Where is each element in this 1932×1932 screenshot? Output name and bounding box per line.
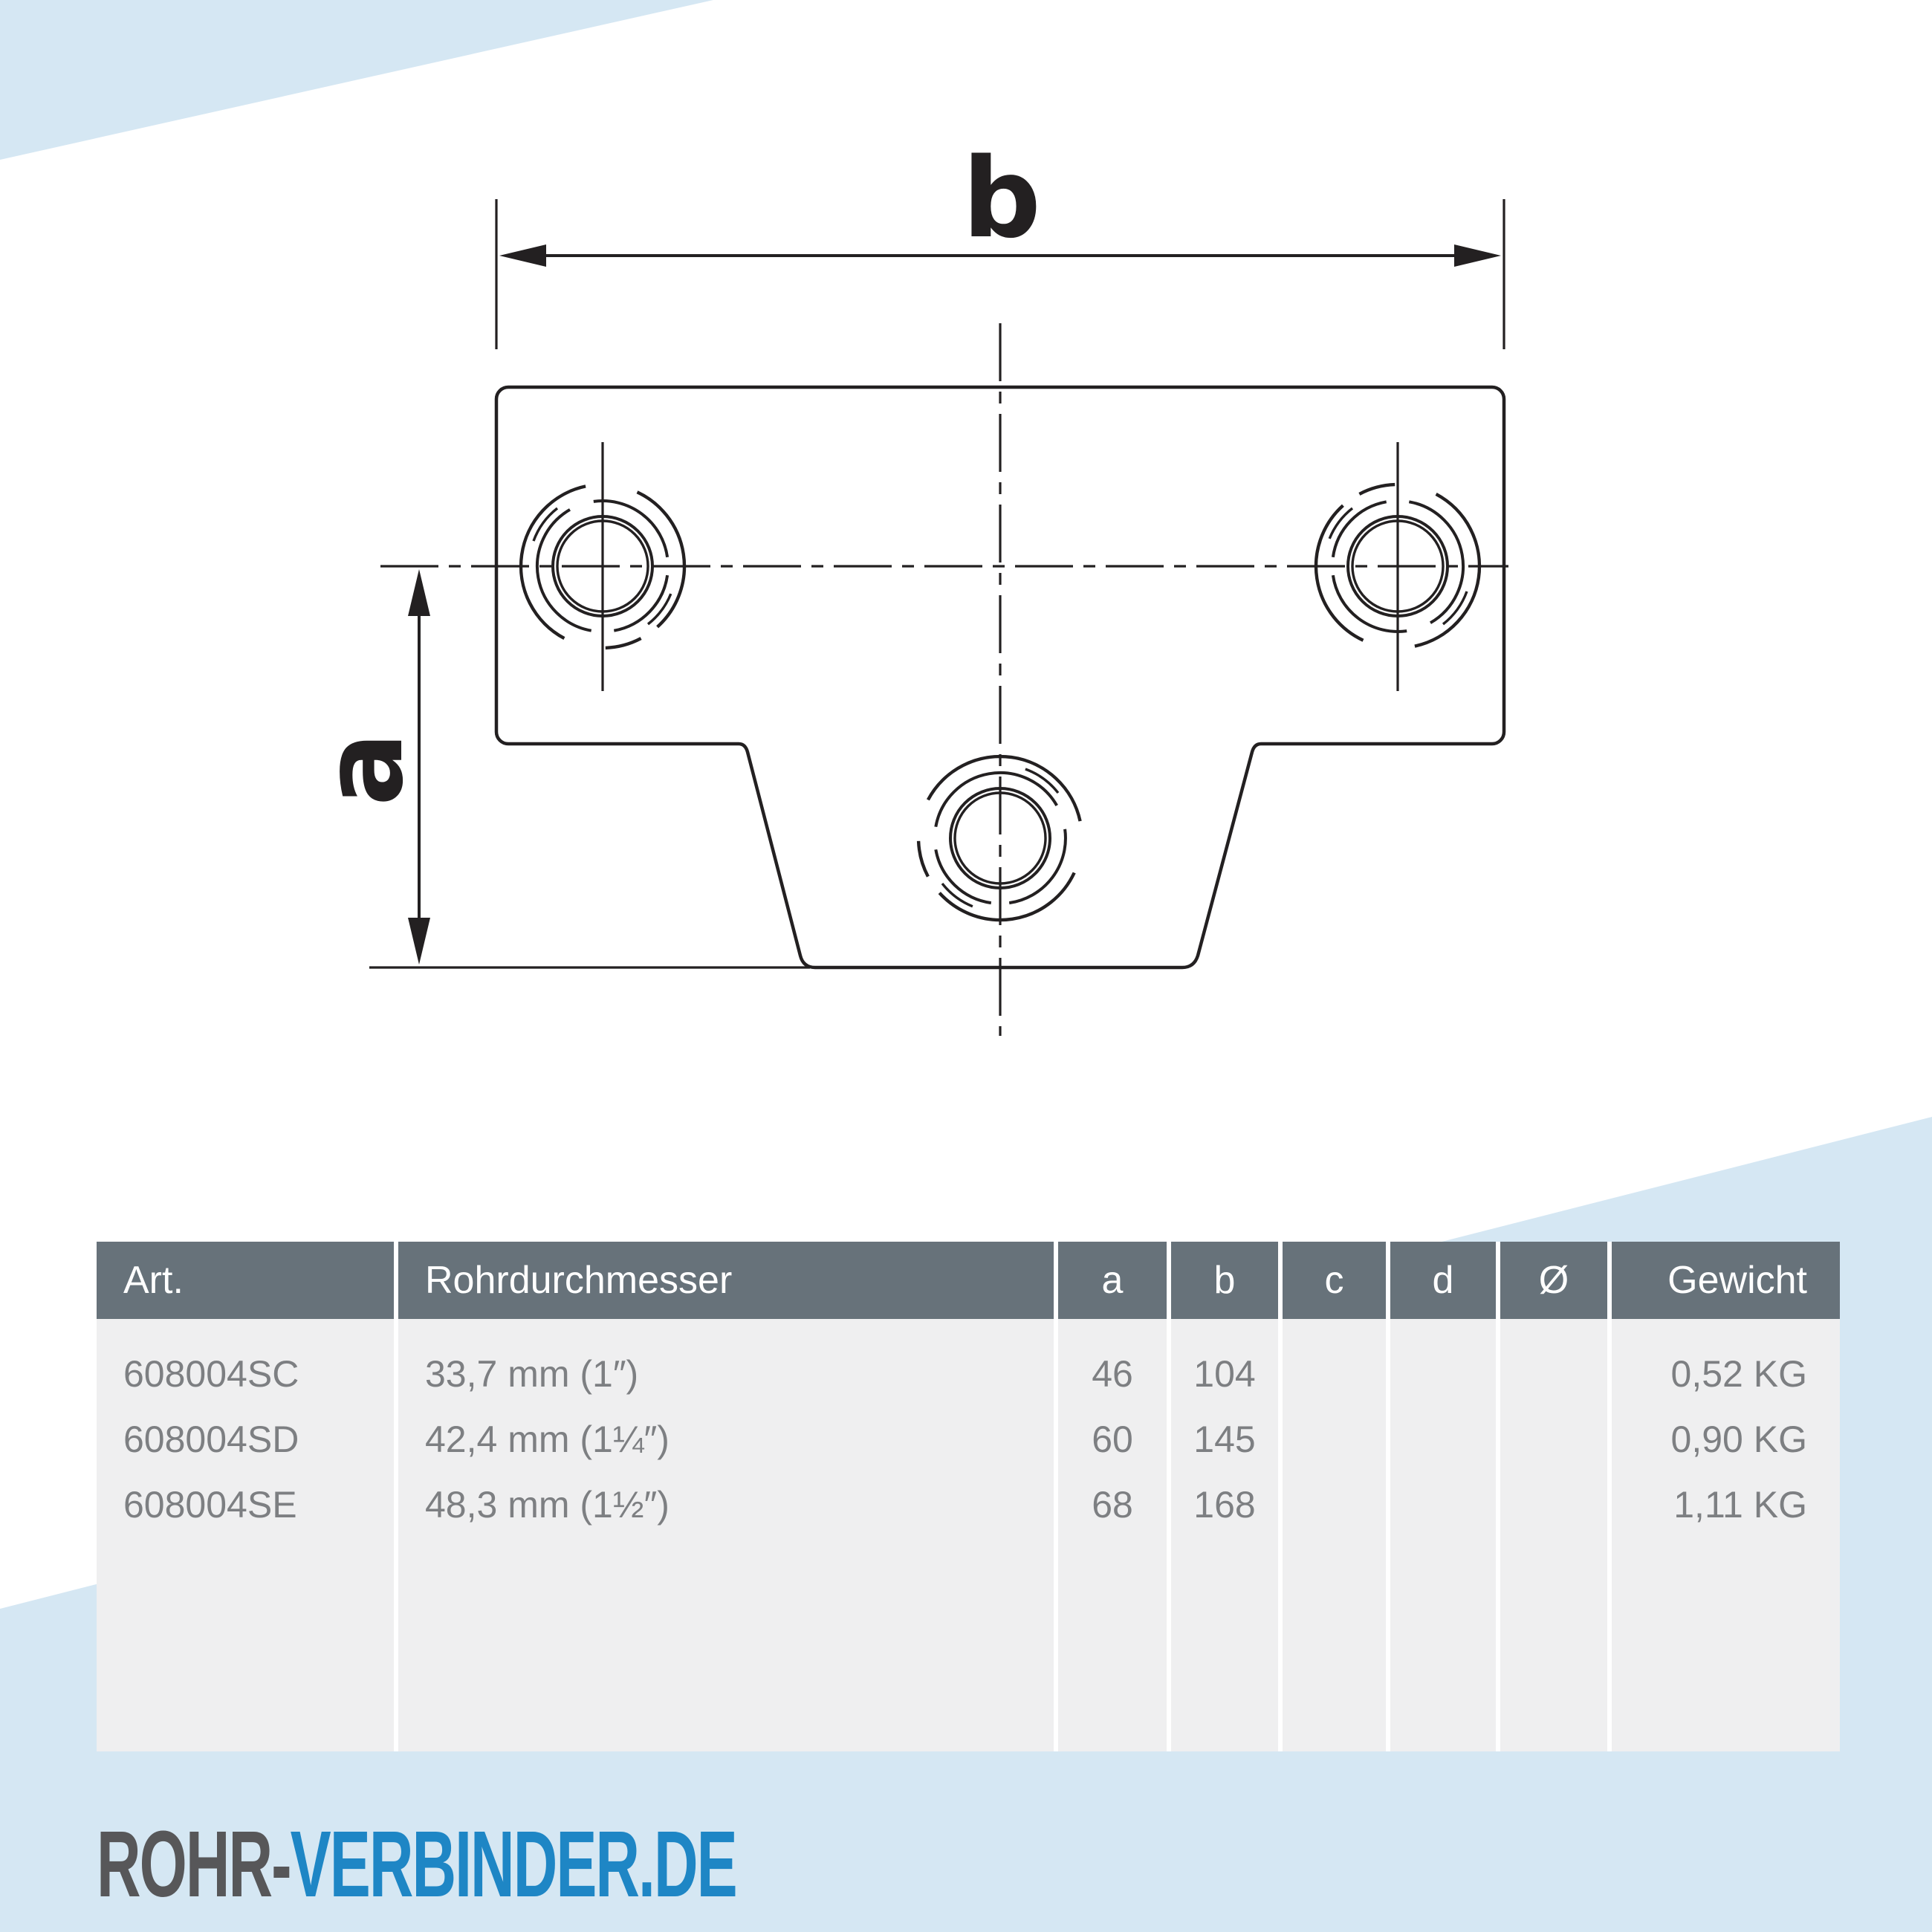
- brand-logo-verbinder: VERBINDER.DE: [290, 1812, 738, 1916]
- table-cell: [1390, 1341, 1496, 1407]
- dim-a-label: a: [299, 732, 427, 806]
- pipe-hole-left: [519, 484, 687, 650]
- table-cell: 48,3 mm (1½″): [425, 1484, 670, 1526]
- table-cell: 68: [1092, 1484, 1133, 1526]
- dim-a-arrowhead-bottom: [408, 918, 430, 965]
- col-header-diameter: Ø: [1496, 1242, 1607, 1319]
- table-cell: 104: [1193, 1353, 1256, 1395]
- dimension-a: a: [299, 569, 810, 969]
- top-left-triangle-shape: [0, 0, 713, 160]
- dimension-b: b: [495, 134, 1505, 349]
- table-cell: 168: [1193, 1484, 1256, 1526]
- table-cell: 60: [1092, 1419, 1133, 1460]
- dim-b-arrowhead-right: [1454, 244, 1501, 267]
- col-header-gewicht: Gewicht: [1607, 1242, 1840, 1319]
- table-cell: 608004SC: [123, 1353, 299, 1395]
- col-rohrdurchmesser: 33,7 mm (1″) 42,4 mm (1¼″) 48,3 mm (1½″): [394, 1319, 1054, 1751]
- table-cell: [1500, 1472, 1607, 1537]
- table-cell: [1283, 1472, 1386, 1537]
- table-cell: [1500, 1407, 1607, 1472]
- table-cell: [1390, 1407, 1496, 1472]
- dim-a-arrowhead-top: [408, 569, 430, 616]
- dim-b-label: b: [962, 134, 1041, 262]
- connector-body-outline: [494, 385, 1506, 970]
- brand-logo: ROHR-VERBINDER.DE: [97, 1810, 738, 1918]
- table-cell: 0,52 KG: [1670, 1353, 1807, 1395]
- col-header-c: c: [1278, 1242, 1386, 1319]
- table-cell: 42,4 mm (1¼″): [425, 1419, 670, 1460]
- table-cell: 46: [1092, 1353, 1133, 1395]
- table-cell: 608004SD: [123, 1419, 299, 1460]
- pipe-hole-right: [1314, 482, 1482, 648]
- technical-drawing: b: [299, 134, 1508, 1036]
- col-diameter: [1496, 1319, 1607, 1751]
- col-header-art: Art.: [97, 1242, 394, 1319]
- brand-logo-rohr: ROHR-: [97, 1812, 292, 1916]
- col-header-b: b: [1167, 1242, 1278, 1319]
- col-d: [1386, 1319, 1496, 1751]
- dim-b-arrowhead-left: [499, 244, 546, 267]
- table-cell: 0,90 KG: [1670, 1419, 1807, 1460]
- col-header-d: d: [1386, 1242, 1496, 1319]
- col-header-a: a: [1054, 1242, 1167, 1319]
- col-gewicht: 0,52 KG 0,90 KG 1,11 KG: [1607, 1319, 1840, 1751]
- col-c: [1278, 1319, 1386, 1751]
- col-header-rohrdurchmesser: Rohrdurchmesser: [394, 1242, 1054, 1319]
- spec-table: Art. Rohrdurchmesser a b c d Ø Gewicht 6…: [97, 1242, 1840, 1751]
- table-cell: [1500, 1341, 1607, 1407]
- table-cell: 1,11 KG: [1673, 1484, 1807, 1526]
- table-cell: [1283, 1341, 1386, 1407]
- col-a: 46 60 68: [1054, 1319, 1167, 1751]
- table-cell: 145: [1193, 1419, 1256, 1460]
- table-cell: [1390, 1472, 1496, 1537]
- table-cell: [1283, 1407, 1386, 1472]
- table-cell: 33,7 mm (1″): [425, 1353, 639, 1395]
- col-art: 608004SC 608004SD 608004SE: [97, 1319, 394, 1751]
- pipe-hole-bottom: [916, 754, 1082, 922]
- table-cell: 608004SE: [123, 1484, 297, 1526]
- col-b: 104 145 168: [1167, 1319, 1278, 1751]
